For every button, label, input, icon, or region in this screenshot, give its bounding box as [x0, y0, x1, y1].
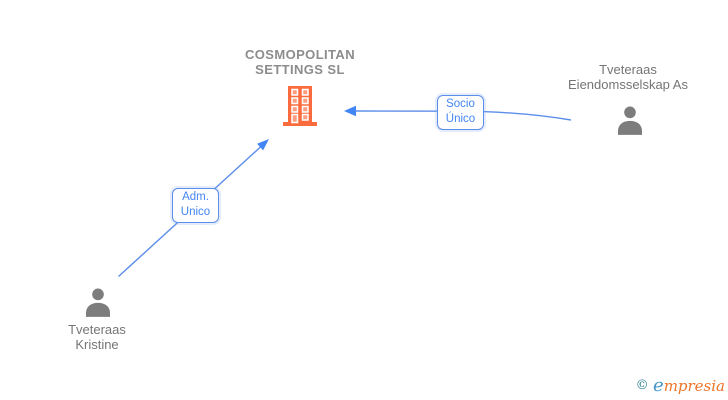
empresia-logo[interactable]: © empresia	[636, 375, 725, 396]
copyright-icon: ©	[635, 378, 649, 393]
relation-label-line2: Unico	[180, 206, 211, 218]
company-name-line2: SETTINGS SL	[255, 62, 345, 77]
person-name-tveteraas-eiendomsselskap[interactable]: Tveteraas Eiendomsselskap As	[552, 62, 704, 92]
relation-label-line1: Adm.	[182, 191, 209, 203]
logo-text: mpresia	[663, 377, 725, 395]
relation-label-line1: Socio	[446, 98, 475, 110]
person-name-tveteraas-kristine[interactable]: Tveteraas Kristine	[37, 322, 157, 352]
relation-label-socio-unico[interactable]: Socio Único	[437, 95, 484, 130]
building-icon[interactable]	[281, 86, 319, 126]
person-name-line1: Tveteraas	[599, 62, 657, 77]
company-name-line1: COSMOPOLITAN	[245, 47, 355, 62]
person-icon[interactable]	[614, 105, 646, 136]
relation-label-adm-unico[interactable]: Adm. Unico	[172, 188, 219, 223]
person-name-line2: Eiendomsselskap As	[568, 77, 688, 92]
logo-letter-e: e	[653, 375, 664, 396]
person-name-line1: Tveteraas	[68, 322, 126, 337]
person-name-line2: Kristine	[75, 337, 119, 352]
person-icon[interactable]	[82, 287, 114, 318]
company-name[interactable]: COSMOPOLITAN SETTINGS SL	[220, 47, 380, 77]
relation-label-line2: Único	[445, 113, 476, 125]
